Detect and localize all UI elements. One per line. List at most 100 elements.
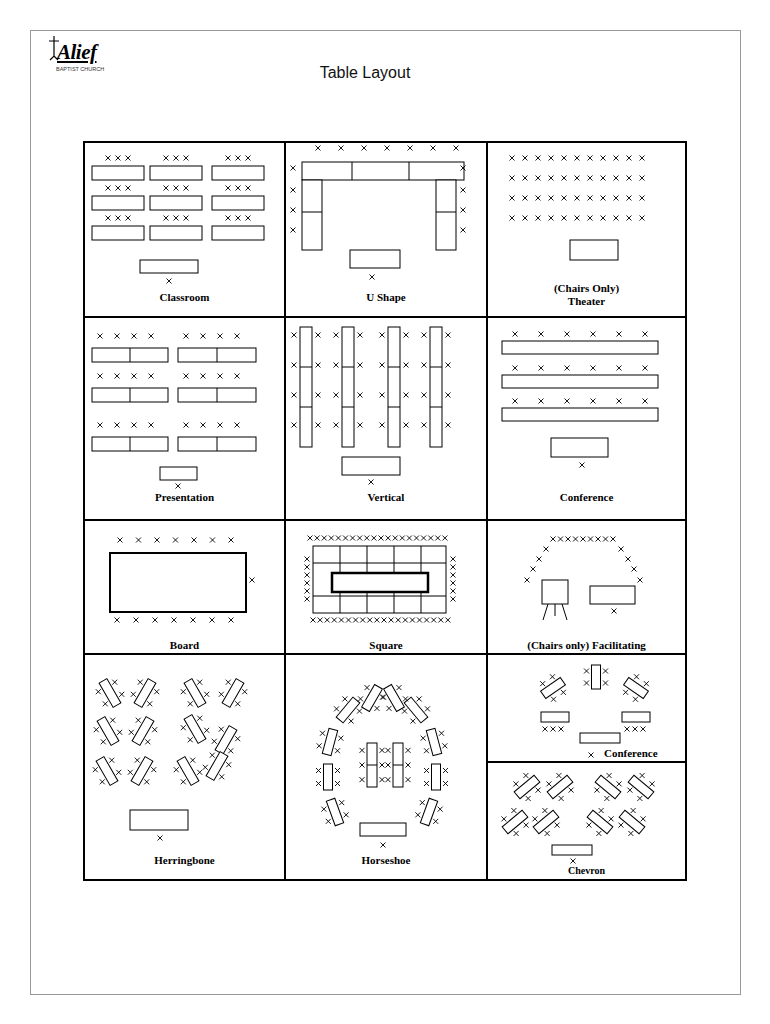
table: [336, 697, 360, 723]
table: [342, 457, 400, 475]
table: [150, 166, 202, 180]
table: [590, 586, 635, 604]
table-divider: [409, 162, 410, 180]
table: [184, 679, 206, 708]
table: [134, 679, 156, 708]
layout-name: Classroom: [95, 291, 275, 304]
table: [322, 728, 337, 755]
table: [212, 196, 264, 210]
layout-name: Vertical: [296, 491, 476, 504]
layout-name: Board: [95, 639, 275, 652]
table-divider: [436, 212, 456, 213]
table: [99, 679, 121, 708]
table-divider: [388, 407, 400, 408]
table-divider: [217, 437, 218, 451]
layout-name: Conference: [497, 491, 677, 504]
layout-panel: Herringbone: [84, 654, 285, 880]
table: [92, 196, 144, 210]
layout-panel: Conference: [487, 317, 686, 520]
layout-panel: Horseshoe: [285, 654, 487, 880]
table: [184, 715, 206, 744]
layout-name: Conference: [604, 747, 658, 760]
table: [426, 728, 441, 755]
table: [96, 757, 118, 786]
layout-name: (Chairs only) Facilitating: [492, 639, 682, 652]
table-divider: [313, 563, 446, 564]
table: [430, 327, 442, 447]
table: [97, 717, 119, 746]
table: [547, 775, 573, 799]
table: [619, 810, 645, 834]
table-divider: [393, 765, 403, 766]
table: [92, 348, 168, 362]
table-divider: [367, 765, 377, 766]
table-divider: [430, 407, 442, 408]
table: [212, 166, 264, 180]
table-divider: [342, 407, 354, 408]
table: [132, 717, 154, 746]
table: [624, 677, 649, 698]
table-divider: [388, 367, 400, 368]
table: [541, 677, 566, 698]
layout-panel: Vertical: [285, 317, 487, 520]
table: [178, 388, 256, 402]
grid-frame: [84, 142, 686, 880]
table-divider: [302, 212, 322, 213]
table-divider: [352, 162, 353, 180]
layout-panel: Conference: [487, 654, 686, 762]
layout-panel: (Chairs only) Facilitating: [487, 520, 686, 654]
table: [302, 162, 464, 180]
table-divider: [562, 604, 567, 620]
layout-name: (Chairs Only) Theater: [539, 282, 634, 308]
layout-panel: Classroom: [84, 142, 285, 317]
table: [541, 712, 569, 722]
table: [332, 573, 428, 592]
table: [178, 437, 256, 451]
table: [622, 712, 650, 722]
logo-subtitle: BAPTIST CHURCH: [56, 66, 104, 72]
table: [360, 823, 406, 836]
table: [350, 250, 400, 268]
table-divider: [430, 367, 442, 368]
table: [628, 775, 654, 799]
layout-name: Chevron: [497, 864, 677, 877]
layout-name: Square: [296, 639, 476, 652]
table: [313, 546, 446, 613]
table: [552, 845, 592, 855]
table-divider: [130, 348, 131, 362]
table: [580, 733, 620, 743]
layout-name: U Shape: [296, 291, 476, 304]
table: [92, 388, 168, 402]
layout-panel: Presentation: [84, 317, 285, 520]
table: [140, 260, 198, 273]
table-divider: [130, 388, 131, 402]
table: [131, 757, 153, 786]
layout-panel: (Chairs Only) Theater: [487, 142, 686, 317]
table: [300, 327, 312, 447]
table-divider: [313, 596, 446, 597]
table: [342, 327, 354, 447]
table: [178, 348, 256, 362]
table-divider: [217, 388, 218, 402]
table: [432, 764, 441, 790]
table: [302, 180, 322, 250]
table-divider: [555, 604, 556, 616]
table: [551, 438, 608, 457]
table: [436, 180, 456, 250]
table-divider: [130, 437, 131, 451]
table: [587, 810, 613, 834]
table: [502, 408, 658, 421]
table: [150, 196, 202, 210]
table: [324, 764, 333, 790]
layout-panel: U Shape: [285, 142, 487, 317]
table: [206, 752, 228, 781]
table: [393, 743, 403, 787]
table: [367, 743, 377, 787]
table: [514, 775, 540, 799]
layout-panel: Chevron: [487, 762, 686, 880]
table: [110, 553, 246, 612]
table: [502, 810, 528, 834]
layout-name: Horseshoe: [296, 854, 476, 867]
table-divider: [300, 407, 312, 408]
